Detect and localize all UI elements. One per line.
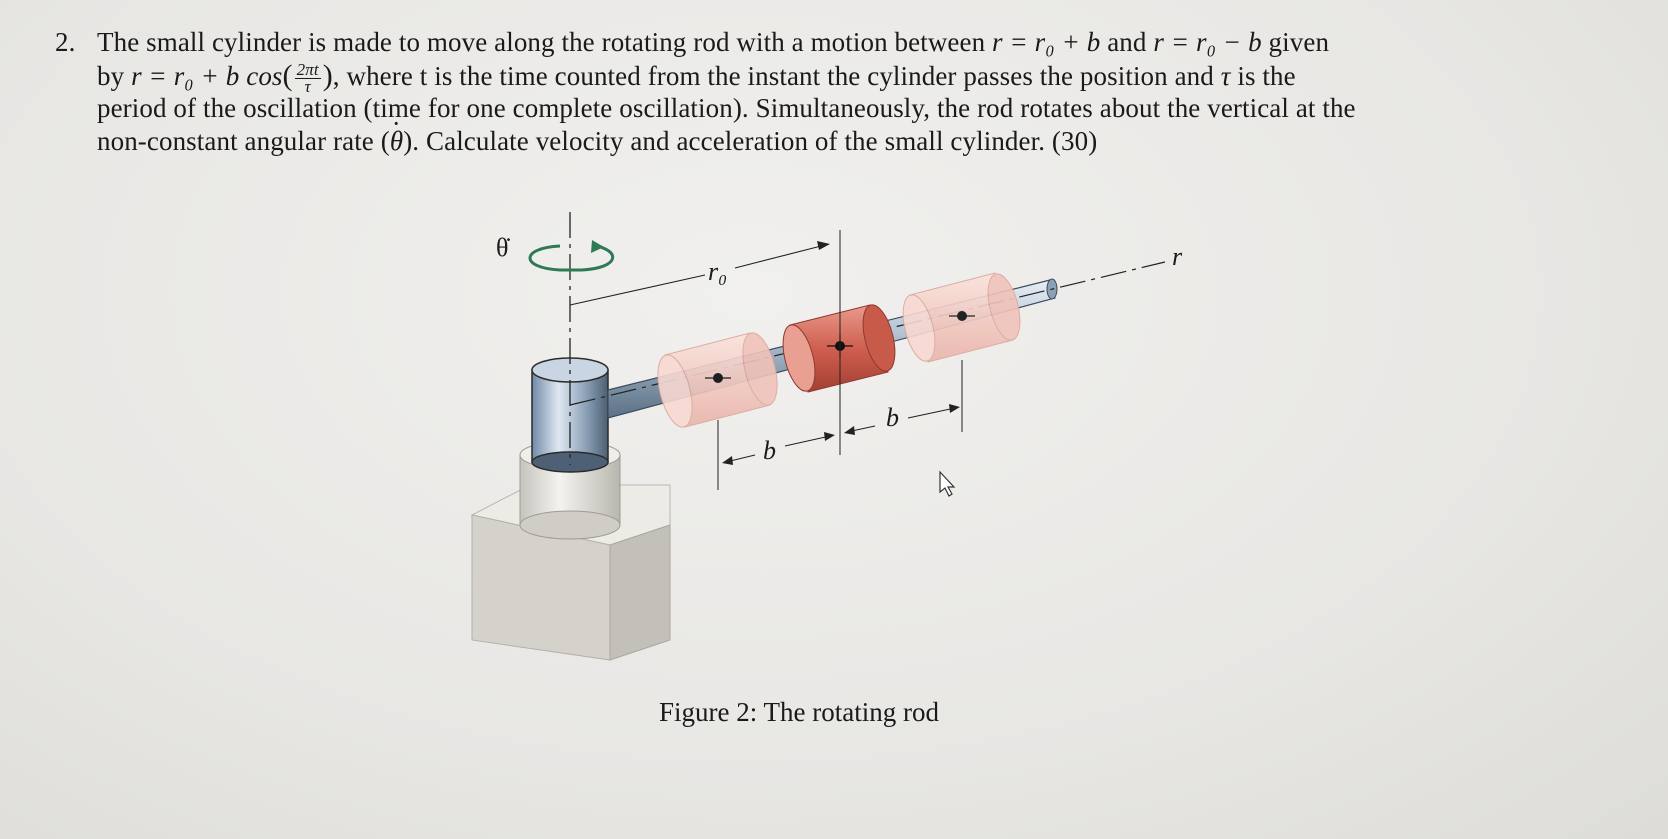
symbol-theta-dot: θ <box>390 107 403 158</box>
label-b-left: b <box>763 436 776 465</box>
problem-number: 2. <box>55 27 76 57</box>
paren-close: ) <box>322 59 333 92</box>
problem-line-3: period of the oscillation (time for one … <box>97 93 1356 123</box>
rotating-rod-illustration <box>470 212 1166 661</box>
text-segment: , where t is the time counted from the i… <box>332 61 1221 91</box>
cylinder-ghost-outer <box>902 272 1021 363</box>
fraction-denominator: τ <box>304 77 311 97</box>
b-dimensions <box>717 360 963 490</box>
text-segment: is the <box>1230 61 1296 91</box>
label-theta-dot: θ̇ <box>496 233 509 262</box>
label-r0: r₀ <box>708 257 728 286</box>
text-segment: ). Calculate velocity and acceleration o… <box>403 126 1098 156</box>
problem-body: The small cylinder is made to move along… <box>97 26 1635 158</box>
text-segment: by <box>97 61 132 91</box>
vertical-post <box>531 357 609 473</box>
problem-line-1: The small cylinder is made to move along… <box>97 26 1635 59</box>
fraction-numerator: 2πt <box>294 60 321 80</box>
equation-r-max: r = r₀ + b <box>992 27 1101 57</box>
figure-rotating-rod: θ̇ r₀ r b b <box>460 200 1220 680</box>
text-segment: and <box>1100 27 1154 57</box>
label-b-right: b <box>886 403 899 432</box>
rotation-arrow-icon <box>528 240 614 272</box>
figure-caption: Figure 2: The rotating rod <box>659 697 939 727</box>
equation-motion: r = r₀ + b cos <box>131 61 283 91</box>
text-segment: given <box>1261 27 1330 57</box>
cylinder-active <box>782 304 896 393</box>
text-segment: The small cylinder is made to move along… <box>97 27 993 57</box>
r0-dimension <box>569 230 841 455</box>
problem-line-4: non-constant angular rate (θ). Calculate… <box>97 107 1635 158</box>
label-r: r <box>1172 242 1183 271</box>
mouse-cursor-icon <box>939 470 956 497</box>
paren-open: ( <box>282 59 293 92</box>
text-segment: non-constant angular rate ( <box>97 126 390 156</box>
symbol-tau: τ <box>1220 61 1231 91</box>
equation-r-min: r = r₀ − b <box>1153 27 1262 57</box>
cylinder-ghost-inner <box>657 332 778 428</box>
